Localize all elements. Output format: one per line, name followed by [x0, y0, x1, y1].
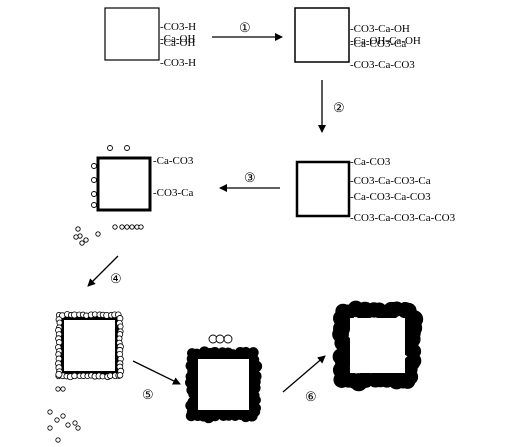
- group-label: -CO3-Ca-CO3-Ca: [350, 175, 431, 187]
- particle-square: [104, 7, 160, 61]
- arrow-step-6: [282, 355, 326, 393]
- group-label: -CO3-Ca-CO3-Ca-CO3: [350, 212, 456, 224]
- group-label: -Ca-CO3: [153, 155, 194, 167]
- crystal-layer: [55, 311, 125, 381]
- stage-7: [332, 300, 424, 392]
- particle-square: [60, 316, 119, 375]
- group-label: -Ca-CO3-Ca: [350, 38, 406, 50]
- stage-6-loose-particles: [208, 334, 233, 344]
- step-number: ④: [110, 271, 122, 286]
- stage-2: -CO3-Ca-OH -Ca-OH-Ca-OH -Ca-CO3-Ca -CO3-…: [294, 7, 421, 71]
- stage-5: [47, 311, 125, 443]
- group-label: -CO3-H: [160, 21, 196, 33]
- step-number: ⑤: [142, 387, 154, 402]
- particle-square: [96, 156, 152, 212]
- group-label: -CO3-Ca-CO3: [350, 59, 415, 71]
- stage-4: -Ca-CO3 -CO3-Ca: [73, 145, 194, 246]
- stage-3: -Ca-CO3 -CO3-Ca-CO3-Ca -Ca-CO3-Ca-CO3 -C…: [295, 156, 456, 224]
- crystal-layer: [332, 300, 424, 392]
- particle-square: [350, 318, 405, 373]
- group-label: -CO3-Ca: [153, 187, 193, 199]
- particle-square: [295, 160, 351, 218]
- arrow-step-5: [132, 360, 181, 385]
- group-label: -CO3-H: [160, 57, 196, 69]
- step-number: ②: [333, 100, 345, 115]
- step-number: ⑥: [305, 389, 317, 404]
- group-label: -Ca-OH-Ca-OH: [350, 35, 421, 47]
- step-number: ①: [239, 20, 251, 35]
- arrow-step-4: [87, 255, 119, 287]
- step-number: ③: [244, 170, 256, 185]
- group-label: -Ca-OH: [160, 33, 195, 45]
- group-label: -Ca-CO3: [350, 156, 391, 168]
- particle-square: [194, 355, 253, 414]
- stage-1: -CO3-H -CO3-H -Ca-OH -Ca-OH: [104, 7, 196, 69]
- group-label: -CO3-Ca-OH: [350, 23, 410, 35]
- particle-square: [294, 7, 350, 63]
- stage-6: [185, 334, 263, 424]
- stage-4-deposits: [73, 145, 144, 246]
- group-label: -Ca-CO3-Ca-CO3: [350, 191, 431, 203]
- group-label: -Ca-OH: [160, 37, 195, 49]
- stage-5-loose-particles: [47, 386, 81, 443]
